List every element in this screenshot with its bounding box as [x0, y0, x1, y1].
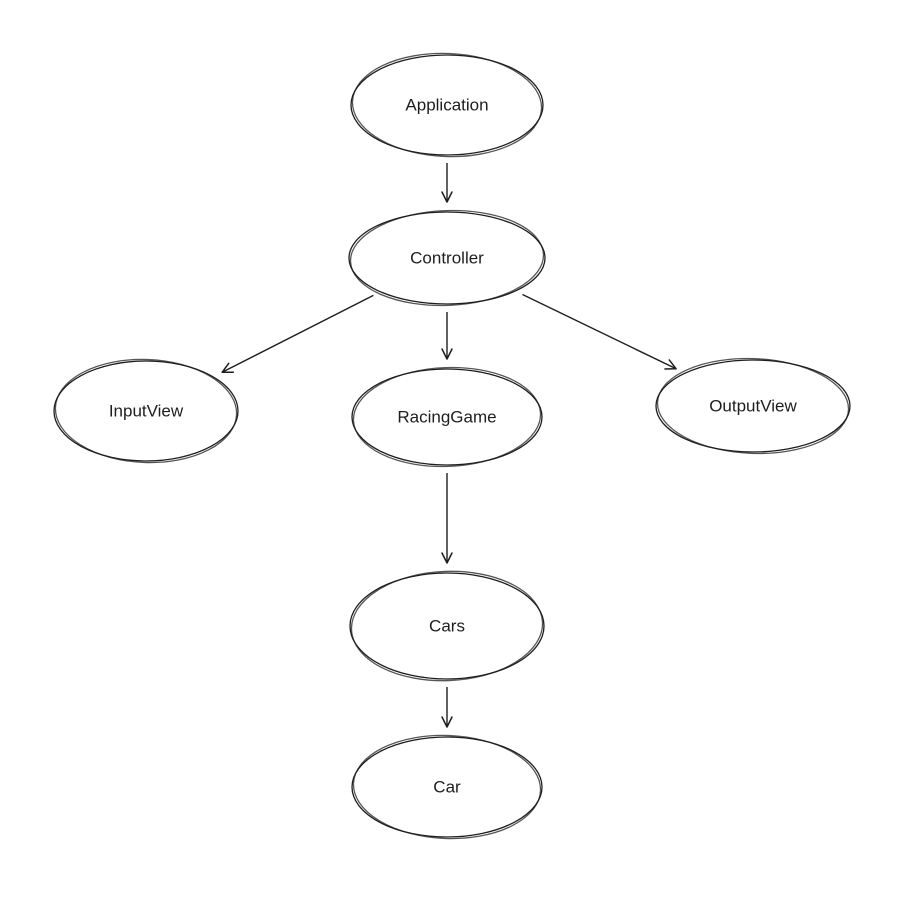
- node-shape-racinggame: [351, 368, 543, 466]
- node-car: Car: [351, 734, 543, 840]
- node-shape-application: [350, 54, 544, 156]
- node-controller: Controller: [348, 209, 546, 307]
- node-shape-car: [351, 736, 543, 838]
- edges-layer: [221, 163, 677, 728]
- node-shape-inputview: [53, 360, 239, 462]
- node-shape-controller: [348, 211, 546, 305]
- node-label-inputview: InputView: [109, 402, 184, 421]
- node-shape-sketch-outputview: [656, 357, 850, 455]
- node-shape-sketch-controller: [349, 209, 545, 307]
- node-cars: Cars: [349, 570, 545, 682]
- node-label-outputview: OutputView: [709, 397, 797, 416]
- node-label-application: Application: [405, 96, 488, 115]
- node-shape-outputview: [655, 359, 851, 453]
- node-shape-sketch-racinggame: [352, 366, 542, 468]
- node-shape-sketch-cars: [350, 570, 544, 682]
- node-shape-sketch-inputview: [54, 358, 238, 464]
- node-application: Application: [350, 52, 544, 158]
- node-label-car: Car: [433, 778, 461, 797]
- node-shape-cars: [349, 572, 545, 680]
- node-racinggame: RacingGame: [351, 366, 543, 468]
- node-shape-sketch-application: [351, 52, 543, 158]
- node-shape-sketch-car: [352, 734, 542, 840]
- node-label-controller: Controller: [410, 249, 484, 268]
- node-label-cars: Cars: [429, 617, 465, 636]
- edge-controller-inputview: [221, 294, 374, 374]
- node-outputview: OutputView: [655, 357, 851, 455]
- node-inputview: InputView: [53, 358, 239, 464]
- node-label-racinggame: RacingGame: [397, 408, 496, 427]
- edge-controller-outputview: [522, 293, 677, 370]
